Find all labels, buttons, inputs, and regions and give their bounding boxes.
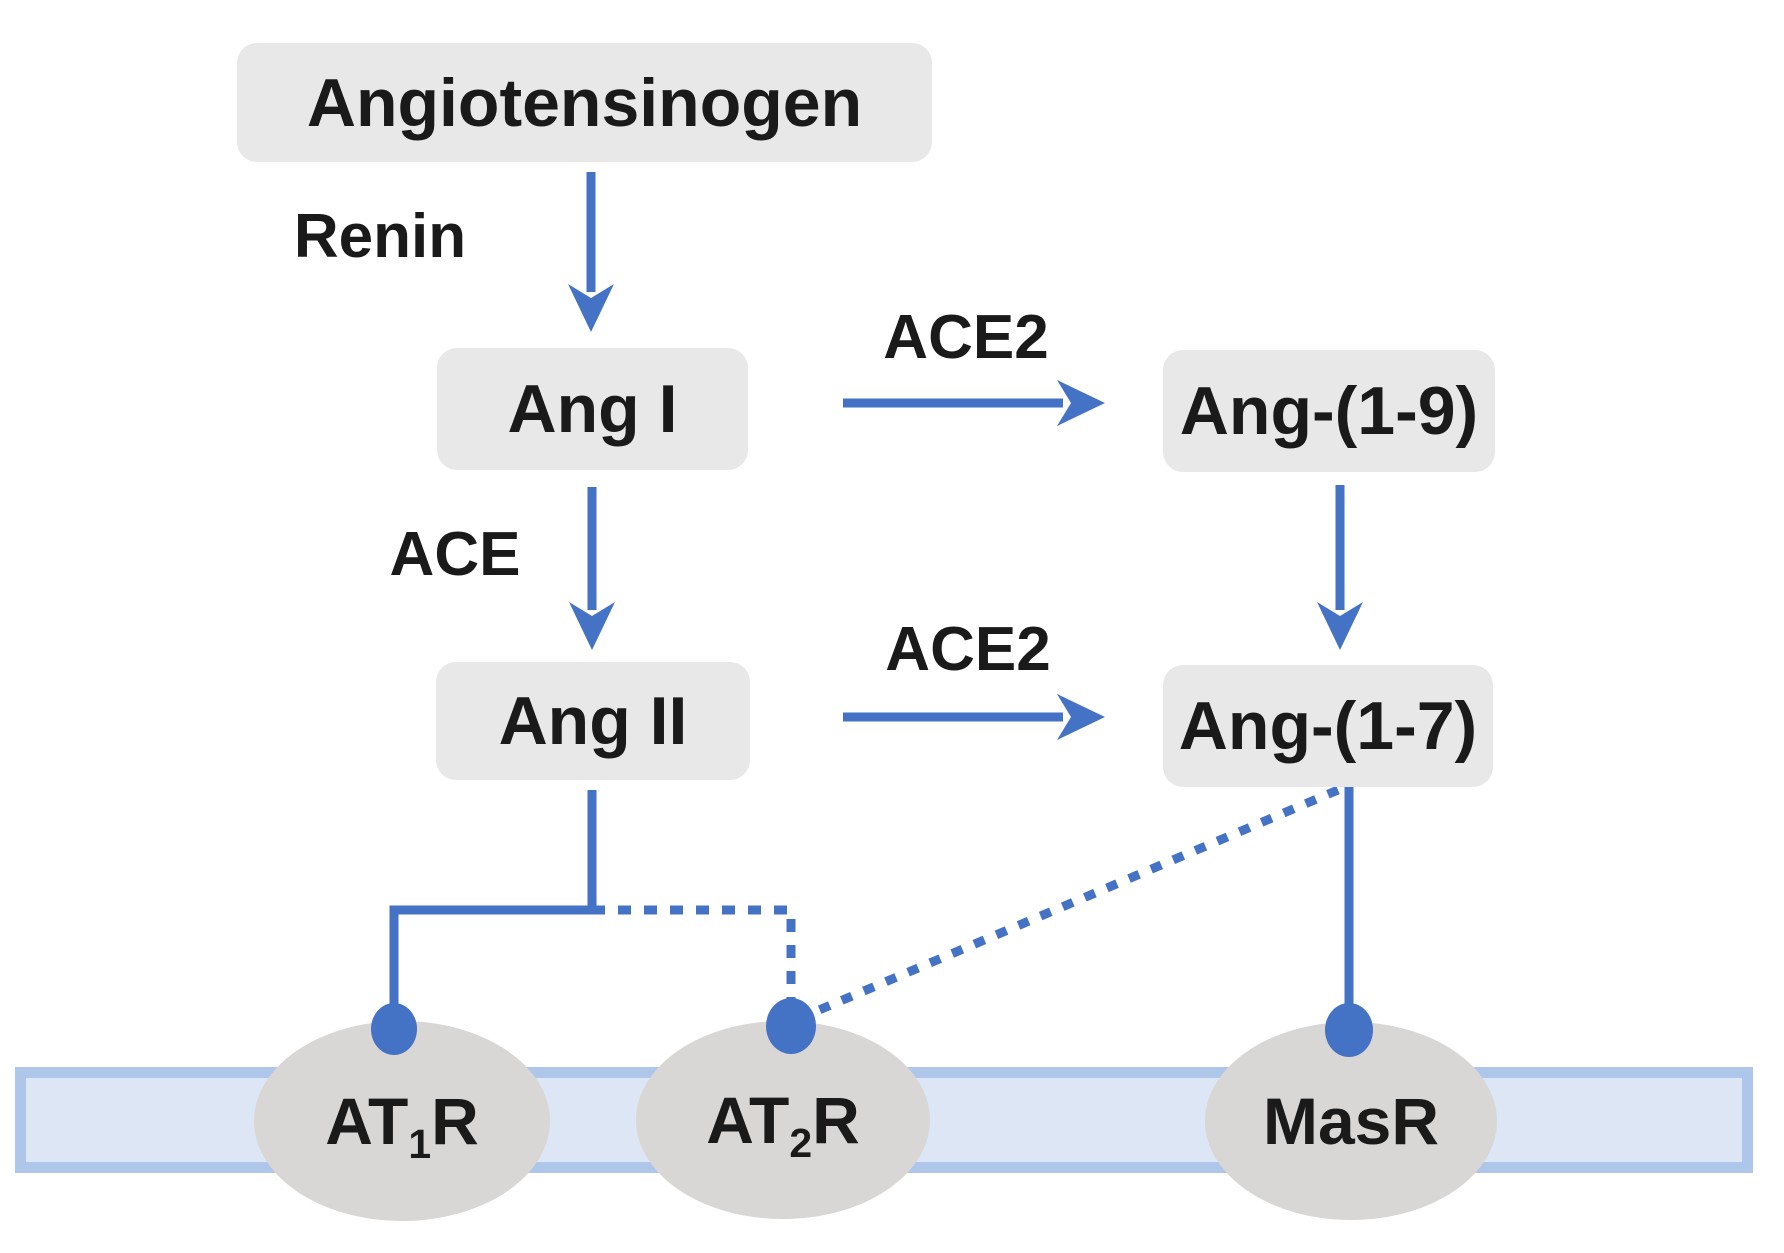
arrow-ang19-to-ang17-down [1317,485,1363,650]
binding-dot-masr [1325,1003,1373,1057]
receptor-label-at2r: AT2R [706,1087,860,1164]
receptor-label-at1r: AT1R [325,1088,479,1165]
arrow-ace-down [569,487,615,650]
receptor-label-at2r-suffix: R [812,1083,860,1157]
arrow-renin-down [568,172,614,332]
node-ang-1-7: Ang-(1-7) [1163,665,1493,787]
node-ang-ii: Ang II [436,662,750,780]
connector-ang17-to-at2r-dotted [810,785,1340,1018]
receptor-label-masr-main: MasR [1262,1084,1440,1158]
enzyme-label-renin: Renin [293,202,467,271]
arrow-ace2-top-right [843,380,1105,426]
connector-angii-to-at2r-dotted [592,905,796,1002]
receptor-label-at1r-subscript: 1 [408,1121,432,1168]
receptor-label-masr: MasR [1263,1088,1439,1154]
node-ang-i: Ang I [437,348,748,470]
binding-dot-at2r [766,998,816,1054]
enzyme-label-ace: ACE [389,520,521,589]
enzyme-label-ace2-bottom: ACE2 [885,615,1051,684]
receptor-label-at1r-main: AT [325,1084,409,1158]
binding-dot-at1r [371,1003,417,1055]
receptor-label-at2r-main: AT [706,1083,790,1157]
receptor-label-at2r-subscript: 2 [789,1120,813,1167]
receptor-label-at1r-suffix: R [431,1084,479,1158]
receptor-at1r [254,1021,550,1221]
receptor-at2r [636,1021,930,1219]
connector-angii-to-at1r [389,790,597,1010]
arrow-ace2-bottom-right [843,694,1105,740]
receptor-masr [1205,1022,1497,1220]
node-ang-1-9: Ang-(1-9) [1163,350,1495,472]
node-angiotensinogen: Angiotensinogen [237,43,932,162]
enzyme-label-ace2-top: ACE2 [883,303,1049,372]
